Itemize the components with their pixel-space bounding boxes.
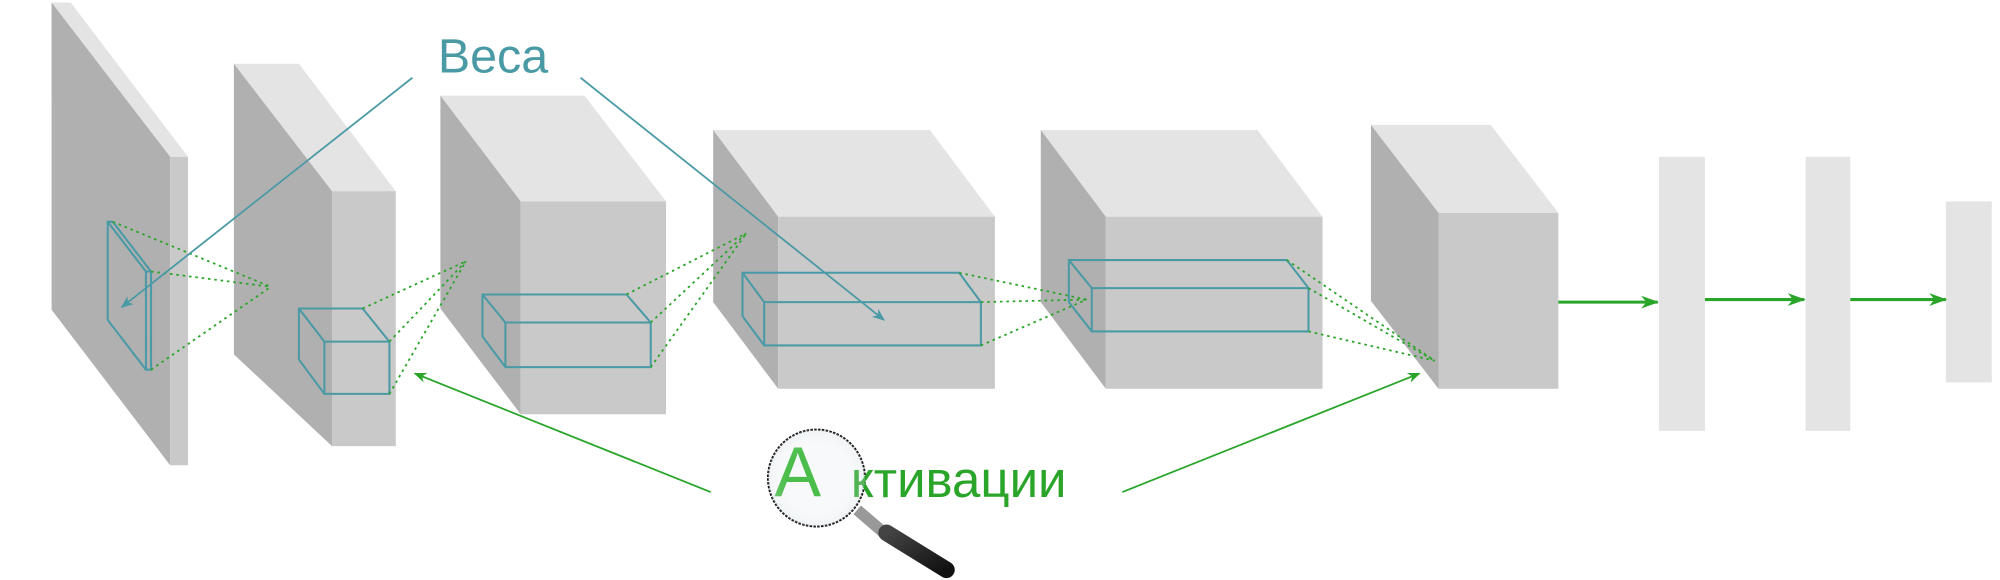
conv-layer-3 <box>440 95 667 415</box>
conv-layer-1 <box>51 2 188 466</box>
fc-layer-1 <box>1659 156 1705 431</box>
fc-layer-2 <box>1805 156 1851 431</box>
activations-arrow-left <box>413 372 711 493</box>
activations-label: ктивации <box>851 451 1067 508</box>
weights-arrow-right <box>580 77 885 321</box>
weights-label: Веса <box>438 30 548 84</box>
receptive-field-lines <box>112 220 1436 395</box>
conv-layer-4 <box>713 130 995 389</box>
weights-arrow-left <box>120 77 413 308</box>
fc-layer-output <box>1945 201 1992 383</box>
magnifier-lens <box>768 429 865 527</box>
activations-arrow-right <box>1122 372 1421 493</box>
conv-layer-6 <box>1370 124 1559 389</box>
conv-layer-2 <box>233 63 396 447</box>
